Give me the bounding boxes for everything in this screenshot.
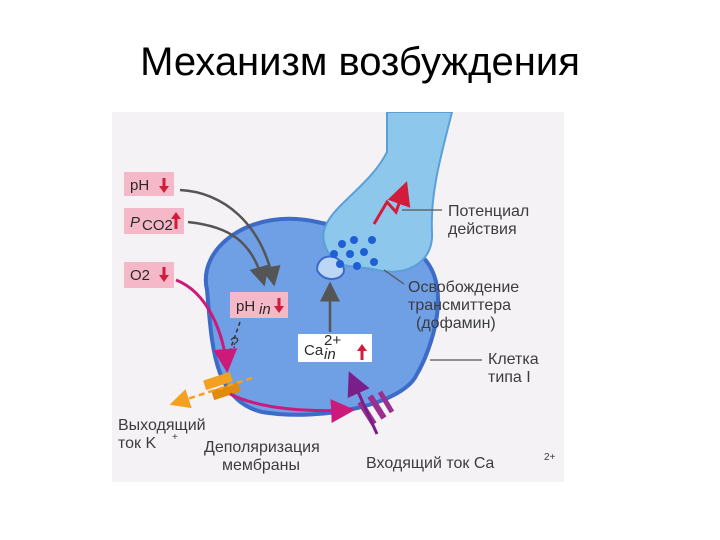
unknown-mechanism-mark: ?: [230, 335, 239, 352]
action-potential-label-1: Потенциал: [448, 203, 529, 220]
ca-current-label: Входящий ток Ca: [366, 455, 494, 472]
pco2-stimulus-pill: P CO2: [124, 208, 184, 234]
cell-type-label-1: Клетка: [488, 351, 539, 368]
leader-lines: [383, 209, 482, 361]
k-current-sup: +: [172, 432, 178, 443]
depolarization-label-1: Деполяризация: [204, 439, 320, 456]
slide-title: Механизм возбуждения: [140, 40, 580, 84]
ph-in-pill: pH in: [230, 292, 288, 318]
k-current-label-2: ток K: [118, 435, 156, 452]
transmitter-vesicles: [330, 236, 378, 270]
o2-to-k-channel-arrow: [175, 278, 238, 373]
ph-in-main: pH: [236, 298, 255, 315]
release-label-2: трансмиттера: [408, 297, 511, 314]
action-potential-label-2: действия: [448, 221, 517, 238]
ca-in-main: Ca: [304, 342, 324, 359]
depolarization-label-2: мембраны: [222, 457, 300, 474]
k-efflux-arrow: [169, 376, 253, 409]
release-label-3: (дофамин): [416, 315, 496, 332]
ca-influx-arrow: [347, 371, 379, 435]
release-label-1: Освобождение: [408, 279, 519, 296]
ca-in-pill: Ca in 2+: [298, 332, 372, 363]
action-potential-arrow: [372, 181, 411, 225]
phin-to-k-channel-dashed: [223, 321, 241, 368]
depolarization-arrow: [229, 392, 355, 424]
ph-to-phin-arrow: [179, 188, 281, 287]
chemoreceptor-diagram: pH P CO2 O2 pH in ?: [112, 112, 564, 482]
k-channel: [203, 371, 241, 401]
k-current-label-1: Выходящий: [118, 417, 206, 434]
ph-in-sub: in: [259, 301, 271, 318]
ph-label: pH: [130, 177, 149, 194]
cell-type-label-2: типа I: [488, 369, 531, 386]
o2-label: O2: [130, 267, 150, 284]
pco2-p-label: P: [130, 214, 140, 231]
pco2-to-phin-arrow: [187, 220, 269, 287]
pco2-sub-label: CO2: [142, 217, 173, 234]
ca-in-sup: 2+: [324, 332, 341, 349]
ca-in-sub: in: [324, 346, 336, 363]
ph-stimulus-pill: pH: [124, 172, 174, 196]
ca-current-sup: 2+: [544, 452, 556, 463]
o2-stimulus-pill: O2: [124, 262, 174, 288]
